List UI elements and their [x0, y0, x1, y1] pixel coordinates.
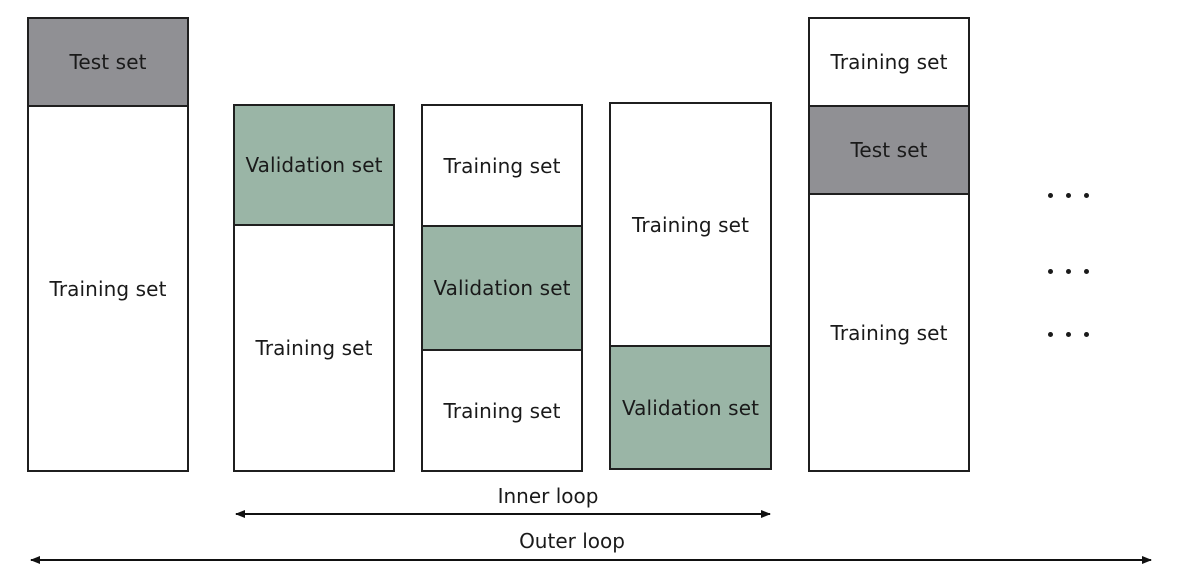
ellipsis-indicator	[1048, 193, 1089, 198]
training-set-segment: Training set	[810, 195, 968, 470]
outer-loop-label: Outer loop	[519, 529, 625, 553]
segment-label: Training set	[830, 50, 948, 74]
segment-label: Test set	[69, 50, 147, 74]
training-set-segment: Training set	[423, 351, 581, 470]
validation-set-segment: Validation set	[423, 225, 581, 351]
segment-label: Training set	[255, 336, 373, 360]
test-set-segment: Test set	[29, 19, 187, 107]
segment-label: Training set	[830, 320, 948, 345]
segment-label: Validation set	[245, 153, 383, 177]
ellipsis-dot	[1066, 269, 1071, 274]
ellipsis-dot	[1048, 193, 1053, 198]
ellipsis-indicator	[1048, 332, 1089, 337]
ellipsis-dot	[1066, 332, 1071, 337]
inner-fold-column-3: Training set Validation set	[609, 102, 772, 470]
ellipsis-dot	[1084, 193, 1089, 198]
ellipsis-dot	[1084, 269, 1089, 274]
test-set-segment: Test set	[810, 107, 968, 195]
segment-label: Validation set	[433, 276, 571, 300]
ellipsis-dot	[1048, 269, 1053, 274]
segment-label: Training set	[631, 212, 750, 237]
inner-loop-label: Inner loop	[497, 484, 599, 508]
segment-label: Test set	[850, 138, 928, 162]
segment-label: Training set	[49, 276, 167, 301]
training-set-segment: Training set	[810, 19, 968, 107]
training-set-segment: Training set	[423, 106, 581, 225]
segment-label: Validation set	[621, 395, 760, 420]
validation-set-segment: Validation set	[611, 347, 770, 468]
outer-fold-column-1: Test set Training set	[27, 17, 189, 472]
validation-set-segment: Validation set	[235, 106, 393, 226]
training-set-segment: Training set	[29, 107, 187, 470]
outer-fold-column-2: Training set Test set Training set	[808, 17, 970, 472]
ellipsis-dot	[1084, 332, 1089, 337]
training-set-segment: Training set	[611, 104, 770, 347]
ellipsis-dot	[1048, 332, 1053, 337]
segment-label: Training set	[443, 153, 561, 178]
inner-fold-column-2: Training set Validation set Training set	[421, 104, 583, 472]
segment-label: Training set	[443, 398, 561, 423]
training-set-segment: Training set	[235, 226, 393, 470]
ellipsis-indicator	[1048, 269, 1089, 274]
ellipsis-dot	[1066, 193, 1071, 198]
inner-fold-column-1: Validation set Training set	[233, 104, 395, 472]
